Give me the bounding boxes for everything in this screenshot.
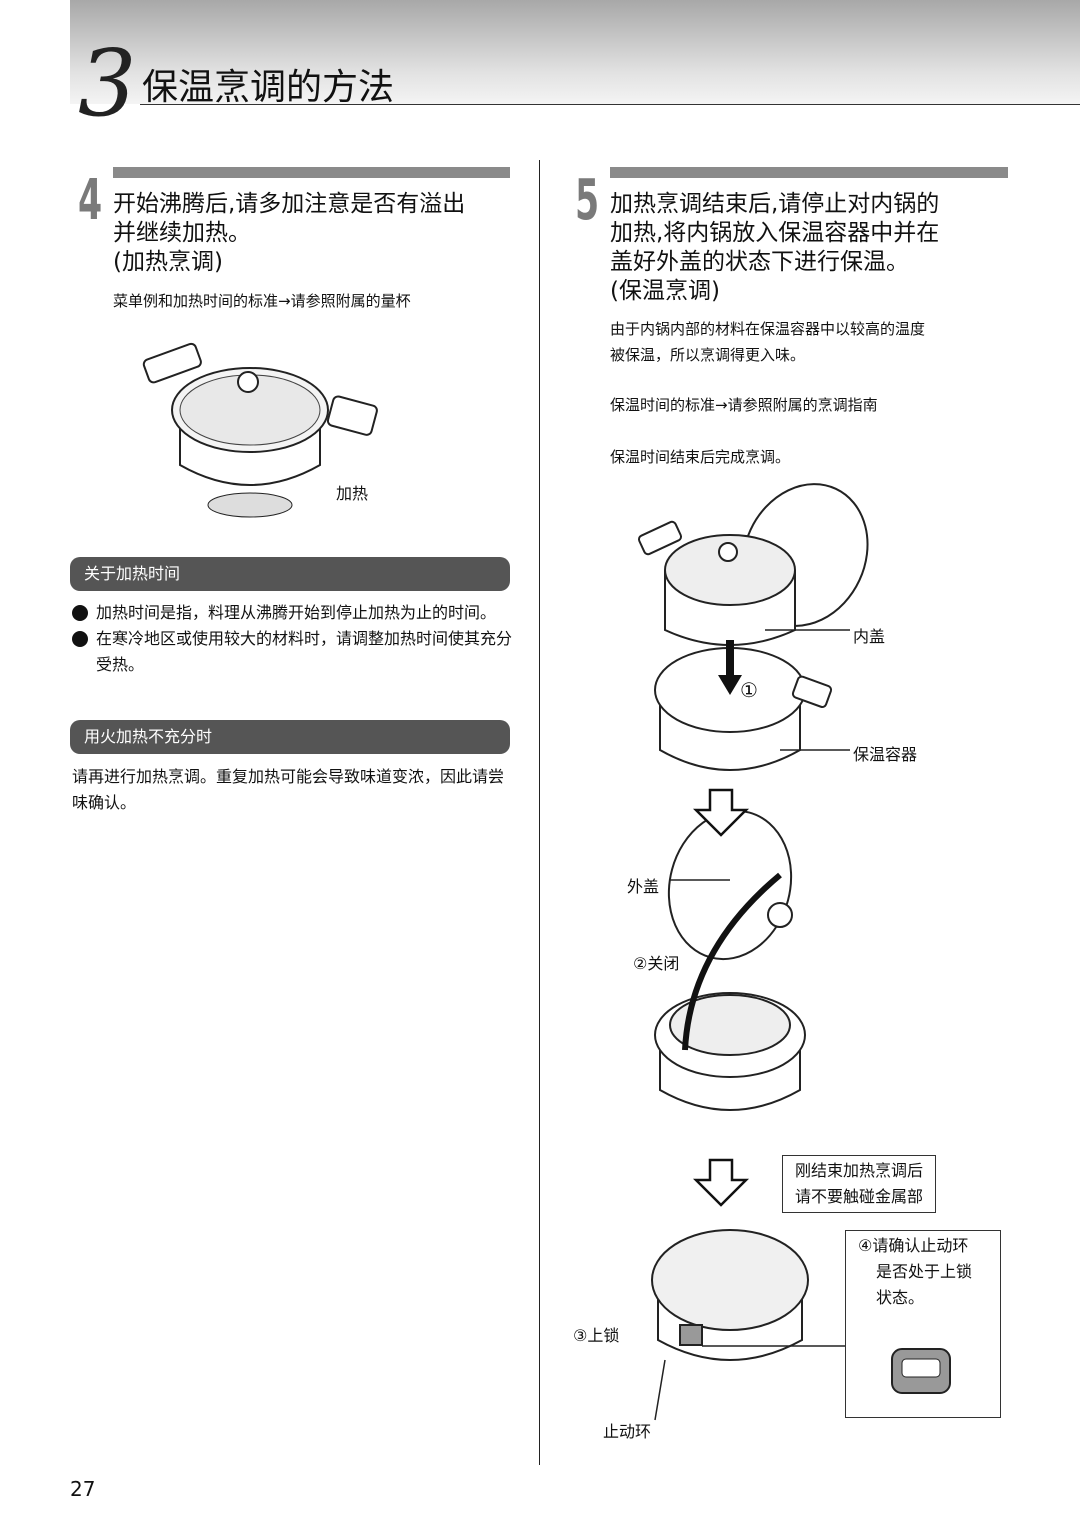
title-line: 并继续加热。 xyxy=(113,220,251,246)
container-label: 保温容器 xyxy=(853,745,918,764)
step5-desc: 由于内锅内部的材料在保温容器中以较高的温度 被保温，所以烹调得更入味。 xyxy=(610,316,925,368)
title-line: (保温烹调) xyxy=(610,278,720,304)
bullet-dot-icon xyxy=(72,631,88,647)
header-band xyxy=(70,0,1080,104)
column-divider xyxy=(539,160,540,1465)
step4-note: 菜单例和加热时间的标准→请参照附属的量杯 xyxy=(113,292,411,310)
bullet-dot-icon xyxy=(72,605,88,621)
heating-time-bullets: 加热时间是指，料理从沸腾开始到停止加热为止的时间。 在寒冷地区或使用较大的材料时… xyxy=(72,600,517,678)
bullet-item: 在寒冷地区或使用较大的材料时，请调整加热时间使其充分受热。 xyxy=(72,626,517,678)
lock-check-box: ④请确认止动环 是否处于上锁 状态。 xyxy=(845,1230,1001,1418)
insufficient-heating-text: 请再进行加热烹调。重复加热可能会导致味道变浓，因此请尝味确认。 xyxy=(72,767,505,812)
title-line: 加热烹调结束后,请停止对内锅的 xyxy=(610,191,940,217)
close-step-label: ②关闭 xyxy=(633,954,680,973)
keep-warm-illustrations xyxy=(637,483,869,1421)
pot-on-burner-illustration xyxy=(142,342,378,518)
page-number: 27 xyxy=(70,1477,96,1501)
step4-bar xyxy=(113,167,510,178)
outer-lid-label: 外盖 xyxy=(627,877,660,896)
stop-ring-label: 止动环 xyxy=(603,1422,652,1441)
title-line: 盖好外盖的状态下进行保温。 xyxy=(610,249,909,275)
bullet-item: 加热时间是指，料理从沸腾开始到停止加热为止的时间。 xyxy=(72,600,517,626)
check-line: 是否处于上锁 xyxy=(876,1262,973,1281)
step1-marker: ① xyxy=(740,678,758,702)
title-line: (加热烹调) xyxy=(113,249,223,275)
step4-title: 开始沸腾后,请多加注意是否有溢出 并继续加热。 (加热烹调) xyxy=(113,190,523,277)
caution-box: 刚结束加热烹调后 请不要触碰金属部 xyxy=(782,1155,937,1213)
step5-number: 5 xyxy=(575,168,600,233)
check-line: ④请确认止动环 xyxy=(858,1236,969,1255)
insufficient-heating-header: 用火加热不充分时 xyxy=(70,720,510,754)
step5-bar xyxy=(610,167,1008,178)
inner-lid-label: 内盖 xyxy=(853,627,886,646)
heating-time-header: 关于加热时间 xyxy=(70,557,510,591)
step5-title: 加热烹调结束后,请停止对内锅的 加热,将内锅放入保温容器中并在 盖好外盖的状态下… xyxy=(610,190,1030,306)
step5-finish: 保温时间结束后完成烹调。 xyxy=(610,448,791,466)
section-title: 保温烹调的方法 xyxy=(142,67,395,108)
lock-step-label: ③上锁 xyxy=(573,1326,620,1345)
heating-label: 加热 xyxy=(336,484,369,503)
step5-note: 保温时间的标准→请参照附属的烹调指南 xyxy=(610,396,878,414)
title-line: 开始沸腾后,请多加注意是否有溢出 xyxy=(113,191,466,217)
caution-line: 刚结束加热烹调后 xyxy=(795,1161,924,1180)
header-rule xyxy=(140,104,1080,105)
section-number: 3 xyxy=(78,30,137,137)
check-line: 状态。 xyxy=(876,1288,925,1307)
step4-number: 4 xyxy=(78,168,103,233)
desc-line: 由于内锅内部的材料在保温容器中以较高的温度 xyxy=(610,320,926,338)
title-line: 加热,将内锅放入保温容器中并在 xyxy=(610,220,940,246)
caution-line: 请不要触碰金属部 xyxy=(795,1187,924,1206)
desc-line: 被保温，所以烹调得更入味。 xyxy=(610,346,806,364)
stop-ring-closeup xyxy=(891,1348,951,1394)
